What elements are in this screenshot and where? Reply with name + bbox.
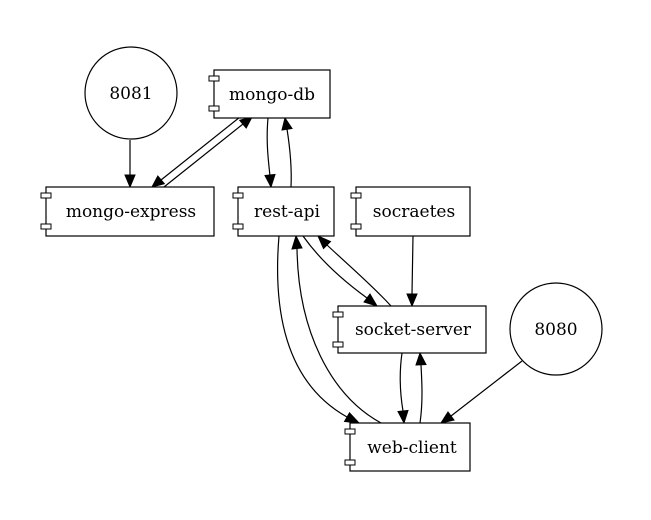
node-label: socket-server [355,320,472,340]
node-label: 8080 [534,320,577,340]
edge-rest-api-to-socket-server [302,235,379,307]
node-socket-server[interactable]: socket-server [332,305,487,354]
component-port-icon [332,311,344,318]
component-port-icon [332,341,344,348]
component-port-icon [350,223,362,230]
edge-web-client-to-rest-api [291,234,382,424]
node-label: mongo-db [229,85,315,105]
edge-8080-to-web-client [439,360,523,424]
node-web-client[interactable]: web-client [344,422,471,472]
node-mongo-db[interactable]: mongo-db [208,69,331,119]
edge-mongo-express-to-mongo-db [163,116,253,188]
component-port-icon [232,223,244,230]
component-port-icon [350,192,362,199]
node-label: mongo-express [66,202,196,222]
edge-socraetes-to-socket-server [406,235,418,308]
component-port-icon [40,223,52,230]
node-port-8080[interactable]: 8080 [509,282,603,376]
node-label: rest-api [254,202,321,222]
edge-mongo-db-to-mongo-express [151,116,241,188]
node-label: 8081 [109,84,152,104]
component-port-icon [344,459,356,466]
component-port-icon [344,428,356,435]
node-label: web-client [367,438,457,458]
edge-8081-to-mongo-express [124,140,136,189]
edge-socket-server-to-web-client [397,352,409,425]
node-mongo-express[interactable]: mongo-express [40,186,215,237]
component-port-icon [232,192,244,199]
component-port-icon [208,75,220,82]
component-port-icon [40,192,52,199]
edge-rest-api-to-web-client [276,235,361,424]
edge-web-client-to-socket-server [415,351,427,424]
node-label: socraetes [373,202,455,222]
edge-mongo-db-to-rest-api [264,117,276,189]
edge-rest-api-to-mongo-db [281,116,293,188]
nodes: mongo-db mongo-express rest-api socraete… [40,46,603,472]
edge-socket-server-to-rest-api [317,235,392,307]
node-rest-api[interactable]: rest-api [232,186,335,237]
edges [124,116,523,425]
component-port-icon [208,105,220,112]
node-socraetes[interactable]: socraetes [350,186,471,237]
node-port-8081[interactable]: 8081 [84,46,178,140]
